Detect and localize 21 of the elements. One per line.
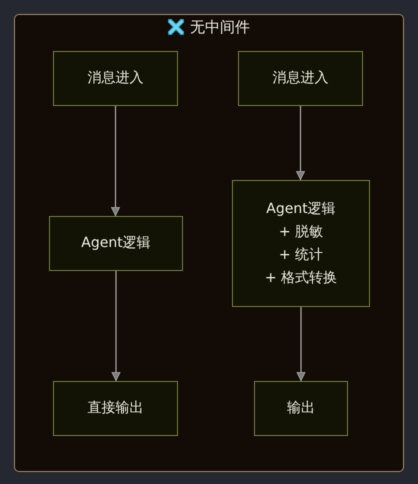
process-box xyxy=(49,216,183,271)
frame xyxy=(14,14,404,472)
process-box xyxy=(53,381,178,436)
arrow xyxy=(296,106,305,180)
node-label: + 格式转换 xyxy=(264,268,338,288)
process-box xyxy=(232,180,370,307)
arrow xyxy=(296,307,306,381)
node-label: 消息进入 xyxy=(272,69,328,88)
node-label: + 统计 xyxy=(278,246,324,264)
node-label: Agent逻辑 xyxy=(81,234,151,253)
node-label: 直接输出 xyxy=(88,399,144,418)
process-box xyxy=(53,51,178,106)
process-box xyxy=(254,381,348,436)
process-box xyxy=(238,51,363,106)
node-label: Agent逻辑 xyxy=(266,200,336,218)
arrow xyxy=(112,271,120,381)
heading: 无中间件 xyxy=(190,17,250,37)
node-label: 消息进入 xyxy=(88,69,144,88)
node-label: 输出 xyxy=(287,399,315,418)
arrow xyxy=(111,106,120,216)
node-label: + 脱敏 xyxy=(278,222,324,242)
